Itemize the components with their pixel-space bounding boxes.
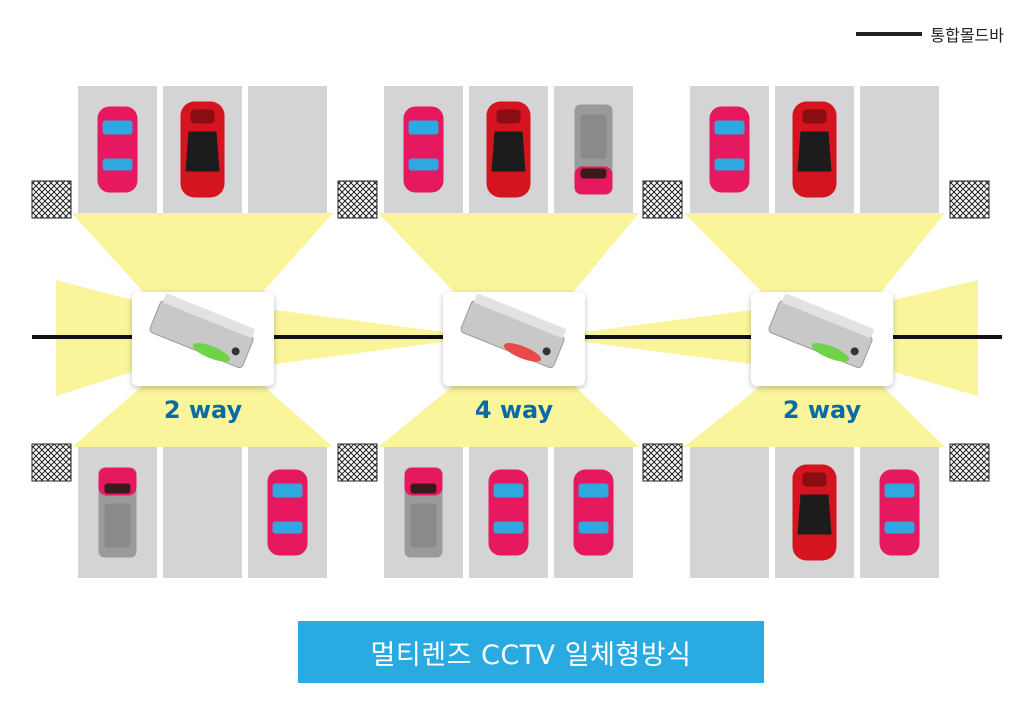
- lens-icon: [231, 347, 240, 356]
- car-icon: [792, 464, 837, 561]
- car-icon: [488, 469, 529, 556]
- beam-top: [378, 213, 639, 296]
- beam-top: [684, 213, 945, 296]
- car-icon: [792, 101, 837, 198]
- crosshatch-marker-icon: [337, 180, 378, 219]
- caption-text: 멀티렌즈 CCTV 일체형방식: [370, 639, 692, 671]
- van-icon: [404, 467, 443, 558]
- car-icon: [486, 101, 531, 198]
- car-icon: [97, 106, 138, 193]
- crosshatch-marker-icon: [337, 443, 378, 482]
- camera-unit-icon: [768, 293, 874, 369]
- crosshatch-marker-icon: [31, 180, 72, 219]
- camera-unit: [132, 292, 274, 386]
- car-icon: [403, 106, 444, 193]
- caption-banner: 멀티렌즈 CCTV 일체형방식: [298, 621, 764, 683]
- legend: 통합몰드바: [856, 22, 1004, 46]
- beam-bottom: [684, 382, 945, 447]
- way-label: 2 way: [783, 396, 862, 424]
- car-icon: [573, 469, 614, 556]
- lens-icon: [850, 347, 859, 356]
- vehicles: [97, 101, 920, 561]
- way-label: 2 way: [164, 396, 243, 424]
- van-icon: [574, 104, 613, 195]
- beam-top: [72, 213, 333, 296]
- van-icon: [98, 467, 137, 558]
- indicator-light: [503, 343, 542, 362]
- crosshatch-marker-icon: [642, 180, 683, 219]
- camera-units: 2 way 4 way 2 way: [132, 292, 893, 424]
- crosshatch-marker-icon: [949, 443, 990, 482]
- parking-slot: [248, 86, 327, 213]
- camera-unit-icon: [460, 293, 566, 369]
- car-icon: [180, 101, 225, 198]
- lens-icon: [542, 347, 551, 356]
- crosshatch-marker-icon: [642, 443, 683, 482]
- camera-unit: [443, 292, 585, 386]
- beam-bottom: [72, 382, 333, 447]
- car-icon: [879, 469, 920, 556]
- indicator-light: [811, 343, 850, 362]
- camera-unit-icon: [149, 293, 255, 369]
- car-icon: [267, 469, 308, 556]
- legend-label: 통합몰드바: [930, 26, 1004, 45]
- way-label: 4 way: [475, 396, 554, 424]
- parking-slot: [163, 447, 242, 578]
- car-icon: [709, 106, 750, 193]
- crosshatch-marker-icon: [949, 180, 990, 219]
- camera-unit: [751, 292, 893, 386]
- crosshatch-markers: [31, 180, 990, 482]
- parking-slot: [690, 447, 769, 578]
- beam-bottom: [378, 382, 639, 447]
- crosshatch-marker-icon: [31, 443, 72, 482]
- indicator-light: [192, 343, 231, 362]
- parking-slot: [860, 86, 939, 213]
- legend-line-swatch: [856, 32, 923, 36]
